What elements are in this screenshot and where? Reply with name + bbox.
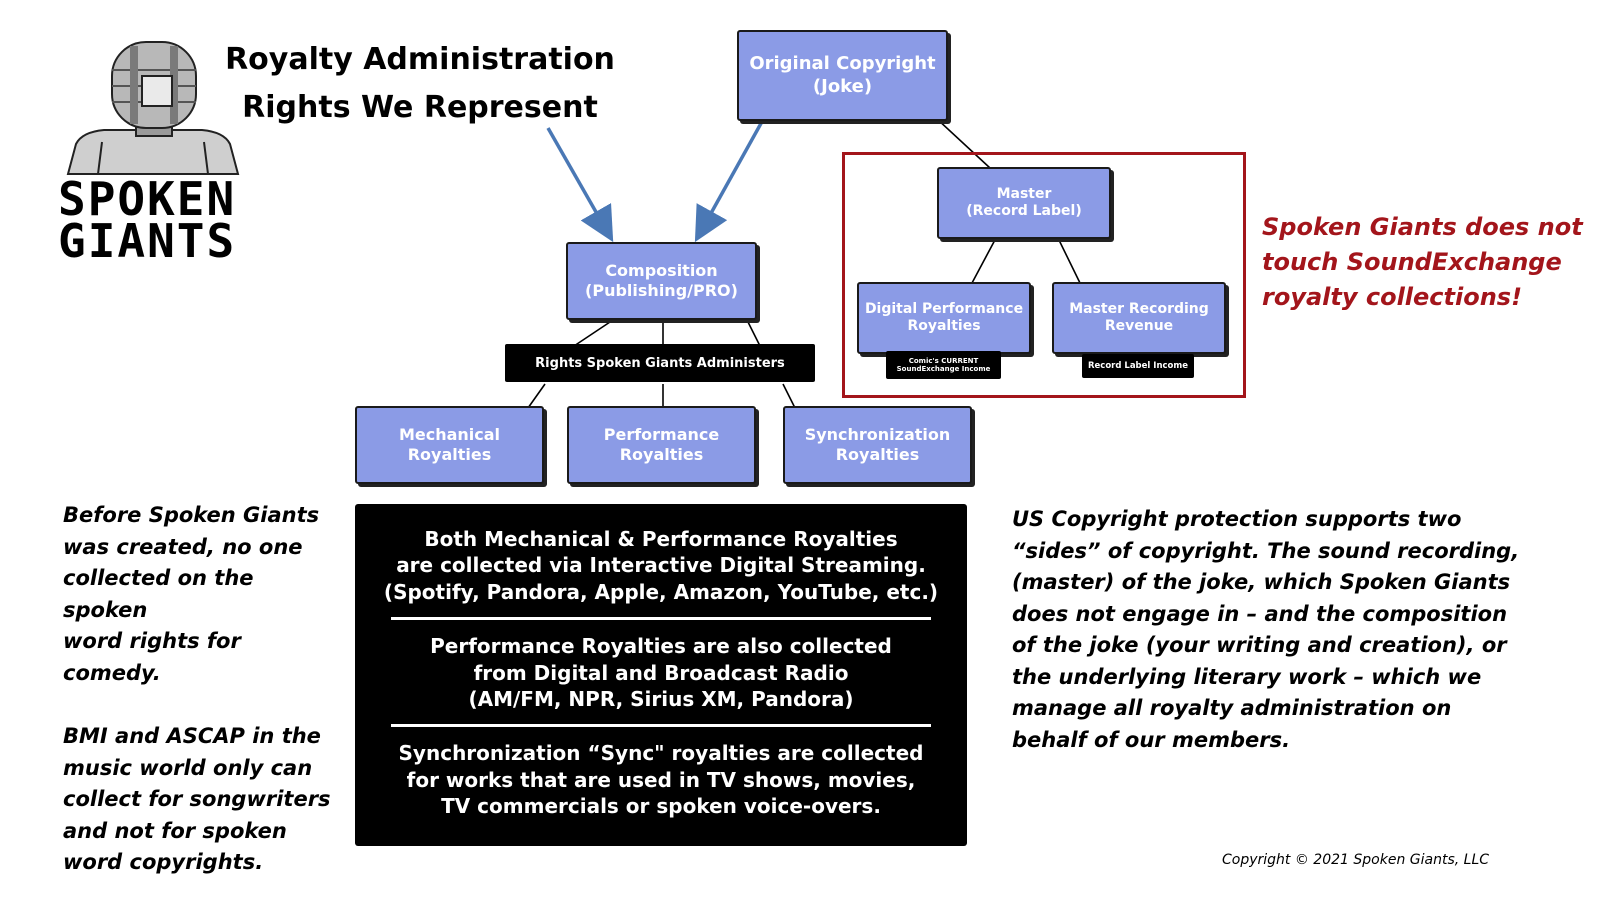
node-label: Performance — [603, 425, 720, 444]
node-label: Composition — [605, 261, 718, 280]
node-synchronization-royalties: Synchronization Royalties — [783, 406, 972, 484]
left-history-note: Before Spoken Giants was created, no one… — [63, 500, 343, 879]
note-line: manage all royalty administration on — [1012, 696, 1452, 720]
info-line: for works that are used in TV shows, mov… — [406, 767, 916, 792]
node-label: Royalties — [619, 445, 704, 464]
spoken-giants-logo: SPOKEN GIANTS — [58, 36, 248, 264]
title-line-2: Rights We Represent — [242, 90, 598, 125]
note-line: collected on the spoken — [63, 566, 254, 622]
info-line: Performance Royalties are also collected — [430, 634, 892, 659]
note-line: behalf of our members. — [1012, 727, 1291, 752]
node-master: Master (Record Label) — [937, 167, 1111, 239]
node-label: Royalties — [907, 318, 981, 334]
node-performance-royalties: Performance Royalties — [567, 406, 756, 484]
node-master-recording-revenue: Master Recording Revenue — [1052, 282, 1226, 354]
tag-label: SoundExchange Income — [896, 365, 991, 373]
note-line: touch SoundExchange — [1262, 247, 1562, 276]
page-title: Royalty Administration Rights We Represe… — [220, 36, 620, 132]
tag-label: Comic's CURRENT — [908, 356, 979, 365]
note-line: of the joke (your writing and creation),… — [1012, 633, 1507, 657]
info-line: Both Mechanical & Performance Royalties — [424, 527, 898, 551]
title-line-1: Royalty Administration — [225, 42, 615, 77]
note-paragraph-2: BMI and ASCAP in the music world only ca… — [63, 721, 343, 879]
tag-record-label-income: Record Label Income — [1082, 354, 1194, 378]
info-line: are collected via Interactive Digital St… — [396, 553, 926, 578]
line-master-to-digital — [971, 237, 997, 284]
rights-administered-bar: Rights Spoken Giants Administers — [505, 344, 815, 382]
info-divider — [391, 724, 931, 728]
node-label: (Record Label) — [966, 203, 1082, 219]
node-label: Digital Performance — [864, 300, 1024, 317]
copyright-sides-note: US Copyright protection supports two “si… — [1012, 504, 1572, 756]
info-section-radio: Performance Royalties are also collected… — [355, 620, 967, 712]
soundexchange-note: Spoken Giants does not touch SoundExchan… — [1262, 210, 1592, 314]
line-copyright-to-master — [935, 117, 991, 169]
line-composition-to-rights-right — [745, 317, 761, 347]
info-line: from Digital and Broadcast Radio — [473, 660, 849, 685]
note-line: “sides” of copyright. The sound recordin… — [1012, 538, 1520, 563]
note-line: Spoken Giants does not — [1262, 213, 1583, 241]
note-line: does not engage in – and the composition — [1012, 601, 1508, 626]
note-line: collect for songwriters — [63, 787, 331, 811]
note-line: word copyrights. — [63, 850, 264, 874]
info-section-streaming: Both Mechanical & Performance Royalties … — [355, 504, 967, 605]
line-master-to-recording — [1057, 237, 1081, 284]
collection-info-panel: Both Mechanical & Performance Royalties … — [355, 504, 967, 846]
note-line: Before Spoken Giants — [63, 503, 320, 527]
line-composition-to-rights-left — [573, 317, 617, 347]
robot-microphone-icon — [66, 41, 240, 175]
arrow-copyright-to-composition — [694, 117, 766, 243]
note-paragraph-1: Before Spoken Giants was created, no one… — [63, 500, 343, 689]
info-line: (AM/FM, NPR, Sirius XM, Pandora) — [468, 686, 854, 711]
info-section-sync: Synchronization “Sync" royalties are col… — [355, 727, 967, 819]
node-original-copyright: Original Copyright (Joke) — [737, 30, 948, 121]
node-label: Synchronization — [804, 425, 951, 444]
node-composition: Composition (Publishing/PRO) — [566, 242, 757, 320]
note-line: (master) of the joke, which Spoken Giant… — [1012, 570, 1511, 594]
note-line: word rights for comedy. — [63, 629, 241, 685]
note-line: the underlying literary work – which we — [1012, 664, 1482, 689]
node-label: Royalties — [407, 445, 492, 464]
node-label: Master — [996, 185, 1052, 202]
node-label: Revenue — [1104, 318, 1174, 334]
node-mechanical-royalties: Mechanical Royalties — [355, 406, 544, 484]
info-line: TV commercials or spoken voice-overs. — [441, 794, 881, 819]
node-label: Master Recording — [1069, 300, 1209, 317]
note-line: and not for spoken — [63, 818, 287, 843]
line-rights-to-synchronization — [782, 383, 796, 409]
node-label: (Publishing/PRO) — [585, 281, 738, 300]
info-line: Synchronization “Sync" royalties are col… — [398, 741, 924, 766]
node-label: (Joke) — [812, 75, 873, 97]
note-line: US Copyright protection supports two — [1012, 507, 1462, 531]
node-label: Original Copyright — [749, 53, 936, 74]
logo-text-spoken: SPOKEN — [58, 172, 237, 226]
soundexchange-exclusion-box — [842, 152, 1246, 398]
node-label: Mechanical — [398, 425, 501, 444]
copyright-footer: Copyright © 2021 Spoken Giants, LLC — [1222, 852, 1490, 868]
arrow-title-to-composition — [546, 127, 614, 243]
note-line: music world only can — [63, 755, 313, 780]
info-line: (Spotify, Pandora, Apple, Amazon, YouTub… — [383, 579, 939, 604]
info-divider — [391, 617, 931, 621]
tag-soundexchange-income: Comic's CURRENT SoundExchange Income — [886, 351, 1001, 379]
note-line: BMI and ASCAP in the — [63, 724, 321, 748]
note-line: was created, no one — [63, 534, 303, 559]
line-rights-to-mechanical — [527, 383, 546, 409]
node-label: Royalties — [835, 445, 920, 464]
note-line: royalty collections! — [1262, 282, 1523, 311]
node-digital-performance-royalties: Digital Performance Royalties — [857, 282, 1031, 354]
logo-text-giants: GIANTS — [58, 214, 237, 268]
